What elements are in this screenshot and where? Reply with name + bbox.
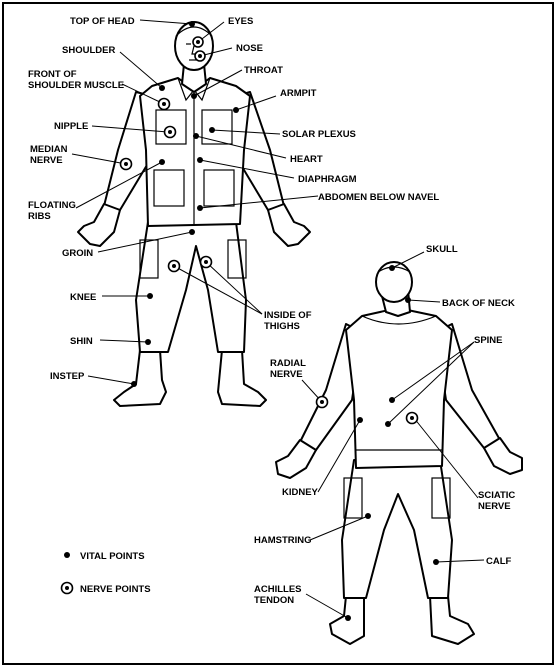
back-left-cargo-pocket	[343, 477, 363, 519]
label-nipple: NIPPLE	[54, 121, 88, 132]
back-figure	[275, 261, 523, 645]
back-head	[375, 261, 413, 303]
legend: VITAL POINTS NERVE POINTS	[60, 551, 151, 595]
vital-point-knee	[147, 293, 153, 299]
label-groin: GROIN	[62, 248, 93, 259]
label-solar-plexus: SOLAR PLEXUS	[282, 129, 356, 140]
label-floating-ribs-1: FLOATING	[28, 200, 76, 211]
front-left-hand	[77, 203, 121, 247]
leader-lines	[71, 19, 485, 619]
nerve-point-inside-thigh-left	[167, 259, 181, 273]
back-left-hand	[275, 439, 317, 479]
front-left-lower-pocket	[153, 169, 185, 207]
label-kidney: KIDNEY	[282, 487, 319, 498]
label-achilles-tendon-2: TENDON	[254, 595, 294, 606]
vital-point-kidney	[357, 417, 363, 423]
vital-point-solar-plexus	[193, 133, 199, 139]
vital-point-abdomen	[197, 205, 203, 211]
label-diaphragm: DIAPHRAGM	[298, 174, 357, 185]
front-left-boot	[113, 349, 167, 407]
label-radial-nerve-1: RADIAL	[270, 358, 306, 369]
vital-point-hamstring	[365, 513, 371, 519]
label-radial-nerve-2: NERVE	[270, 369, 303, 380]
vital-point-back-of-neck	[405, 297, 411, 303]
label-front-of-shoulder-1: FRONT OF	[28, 69, 77, 80]
label-abdomen-below-navel: ABDOMEN BELOW NAVEL	[318, 192, 439, 203]
vital-point-instep	[131, 381, 137, 387]
label-inside-of-thighs-2: THIGHS	[264, 321, 300, 332]
front-right-cargo-pocket	[227, 239, 247, 279]
label-top-of-head: TOP OF HEAD	[70, 16, 135, 27]
nerve-point-eyes	[192, 36, 204, 48]
nerve-point-nose	[194, 50, 206, 62]
label-median-nerve-1: MEDIAN	[30, 144, 68, 155]
vital-point-heart	[209, 127, 215, 133]
front-right-chest-pocket	[201, 109, 233, 145]
legend-nerve-points-label: NERVE POINTS	[80, 584, 151, 595]
vital-point-calf	[433, 559, 439, 565]
label-floating-ribs-2: RIBS	[28, 211, 51, 222]
back-right-boot	[429, 595, 475, 645]
label-spine: SPINE	[474, 335, 503, 346]
vital-point-armpit	[233, 107, 239, 113]
nerve-point-front-shoulder	[157, 97, 171, 111]
legend-vital-point-dot	[64, 552, 70, 558]
vital-point-floating-ribs	[159, 159, 165, 165]
label-back-of-neck: BACK OF NECK	[442, 298, 515, 309]
front-left-cargo-pocket	[139, 239, 159, 279]
label-median-nerve-2: NERVE	[30, 155, 63, 166]
label-shoulder: SHOULDER	[62, 45, 115, 56]
back-trousers	[341, 459, 453, 599]
nerve-point-inside-thigh-right	[199, 255, 213, 269]
label-front-of-shoulder-2: SHOULDER MUSCLE	[28, 80, 124, 91]
label-inside-of-thighs-1: INSIDE OF	[264, 310, 312, 321]
label-hamstring: HAMSTRING	[254, 535, 312, 546]
label-eyes: EYES	[228, 16, 253, 27]
legend-vital-points-label: VITAL POINTS	[80, 551, 145, 562]
vital-point-throat	[191, 93, 197, 99]
vital-point-top-of-head	[189, 21, 195, 27]
front-right-hand	[267, 203, 311, 247]
front-left-chest-pocket	[155, 109, 187, 145]
vital-point-groin	[189, 229, 195, 235]
front-figure	[77, 21, 311, 407]
label-nose: NOSE	[236, 43, 263, 54]
nerve-point-markers	[119, 36, 419, 425]
vital-point-shin	[145, 339, 151, 345]
label-achilles-tendon-1: ACHILLES	[254, 584, 302, 595]
vital-point-achilles	[345, 615, 351, 621]
label-armpit: ARMPIT	[280, 88, 317, 99]
front-right-boot	[217, 349, 267, 407]
vital-point-markers	[131, 21, 439, 621]
nerve-point-radial-nerve	[315, 395, 329, 409]
vital-point-skull	[389, 265, 395, 271]
label-knee: KNEE	[70, 292, 96, 303]
label-sciatic-nerve-2: NERVE	[478, 501, 511, 512]
vital-point-diaphragm	[197, 157, 203, 163]
vital-point-spine-upper	[389, 397, 395, 403]
label-calf: CALF	[486, 556, 512, 567]
back-yoke	[361, 315, 437, 325]
label-shin: SHIN	[70, 336, 93, 347]
nerve-point-median-nerve	[119, 157, 133, 171]
back-right-cargo-pocket	[431, 477, 451, 519]
nerve-point-nipple	[163, 125, 177, 139]
vital-point-shoulder	[159, 85, 165, 91]
label-skull: SKULL	[426, 244, 458, 255]
label-sciatic-nerve-1: SCIATIC	[478, 490, 515, 501]
legend-nerve-point-icon	[60, 581, 74, 595]
label-throat: THROAT	[244, 65, 283, 76]
front-trousers	[135, 221, 247, 353]
vital-point-spine-lower	[385, 421, 391, 427]
nerve-point-sciatic-nerve	[405, 411, 419, 425]
label-heart: HEART	[290, 154, 323, 165]
back-jacket	[345, 307, 453, 469]
back-right-hand	[483, 437, 523, 475]
label-instep: INSTEP	[50, 371, 85, 382]
labels: TOP OF HEAD EYES SHOULDER NOSE FRONT OF …	[28, 16, 515, 606]
